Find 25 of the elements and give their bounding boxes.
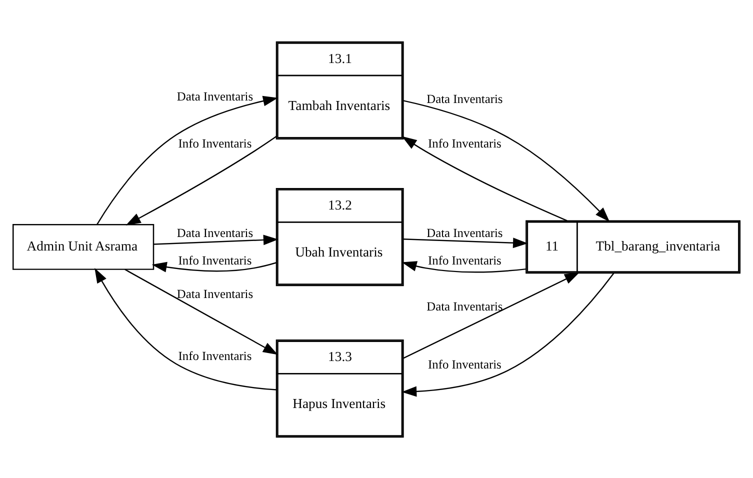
arrow bbox=[94, 268, 276, 390]
arrow bbox=[126, 135, 277, 225]
arrow bbox=[154, 234, 278, 245]
edge-label: Info Inventaris bbox=[428, 136, 502, 150]
arrow bbox=[124, 268, 278, 354]
arrow bbox=[402, 272, 614, 396]
edge-label: Data Inventaris bbox=[176, 286, 254, 300]
edge-label: Info Inventaris bbox=[428, 252, 502, 267]
edge-label: Info Inventaris bbox=[178, 252, 252, 267]
node-box: Admin Unit Asrama bbox=[12, 223, 154, 270]
arrow bbox=[402, 136, 568, 221]
edge-label: Data Inventaris bbox=[176, 88, 254, 103]
arrow bbox=[403, 272, 580, 358]
edge-label: Info Inventaris bbox=[428, 357, 502, 372]
arrow bbox=[403, 237, 528, 248]
arrow bbox=[152, 261, 276, 272]
edge-label: Data Inventaris bbox=[426, 91, 503, 106]
edge-label: Data Inventaris bbox=[426, 226, 503, 240]
edge-label: Info Inventaris bbox=[178, 348, 252, 363]
arrow bbox=[403, 100, 610, 222]
arrow bbox=[96, 95, 278, 224]
arrow bbox=[402, 260, 526, 272]
edge-label: Data Inventaris bbox=[176, 226, 254, 240]
edge-label: Data Inventaris bbox=[426, 298, 503, 313]
edge-label: Info Inventaris bbox=[178, 136, 252, 150]
